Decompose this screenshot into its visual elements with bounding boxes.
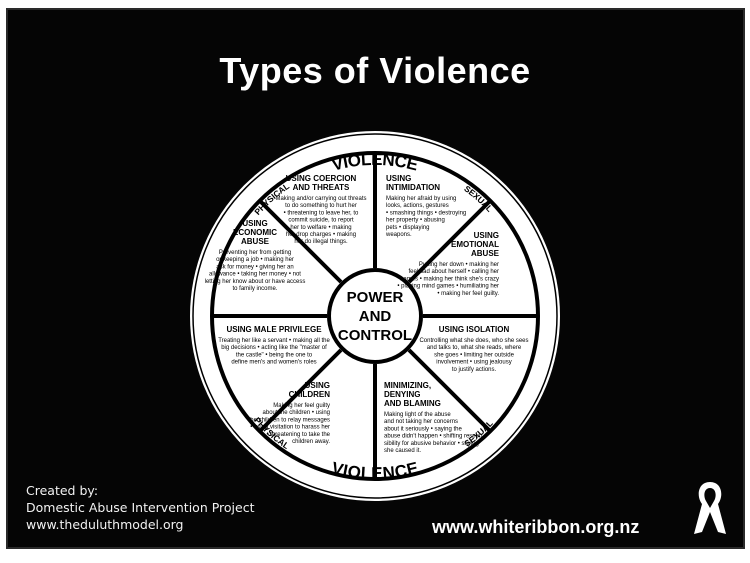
- segment-body-line: allowance • taking her money • not: [209, 272, 301, 278]
- segment-body-line: involvement • using jealousy: [436, 360, 511, 366]
- slide-title: Types of Violence: [219, 50, 531, 91]
- segment-body-line: • making her feel guilty.: [437, 291, 499, 297]
- segment-body-line: about it seriously • saying the: [384, 426, 462, 432]
- segment-body-line: the children to relay messages: [249, 417, 330, 423]
- segment-body-line: looks, actions, gestures: [386, 203, 449, 209]
- segment-body-line: • threatening to leave her, to: [284, 210, 359, 216]
- segment-heading-line: USING: [386, 174, 411, 183]
- segment-body-line: pets • displaying: [386, 225, 429, 231]
- segment-heading-line: USING ISOLATION: [439, 325, 510, 334]
- segment-heading-line: ECONOMIC: [233, 228, 277, 237]
- segment-body-line: her do illegal things.: [294, 239, 348, 245]
- hub-circle: [327, 268, 423, 364]
- segment-body-line: • using visitation to harass her: [250, 425, 330, 431]
- segment-heading-line: USING: [242, 219, 267, 228]
- credit-line-url[interactable]: www.theduluthmodel.org: [26, 517, 184, 532]
- segment-heading-line: MINIMIZING,: [384, 381, 431, 390]
- spokes: [212, 153, 538, 479]
- segment-heading-line: USING MALE PRIVILEGE: [226, 325, 322, 334]
- segment-heading-line: ABUSE: [241, 237, 270, 246]
- segment-body-line: • threatening to take the: [267, 432, 331, 438]
- segment-heading-line: USING: [305, 381, 330, 390]
- segment-body-line: ask for money • giving her an: [216, 264, 293, 270]
- segment-body-line: she goes • limiting her outside: [434, 352, 514, 358]
- segment-body-line: her to welfare • making: [290, 225, 351, 231]
- segment-body-line: and talks to, what she reads, where: [427, 345, 522, 351]
- segment-body-line: she caused it.: [384, 448, 421, 454]
- segment-body-line: Putting her down • making her: [419, 262, 499, 268]
- credit-line-created-by: Created by:: [26, 483, 99, 498]
- segment-body-line: commit suicide, to report: [288, 218, 354, 224]
- segment-heading-line: USING: [474, 231, 499, 240]
- segment-body-line: the castle" • being the one to: [236, 352, 313, 358]
- segment-body-line: Preventing her from getting: [219, 250, 291, 256]
- segment-heading-line: CHILDREN: [289, 390, 331, 399]
- segment-heading-line: DENYING: [384, 390, 420, 399]
- segment-body-line: and not taking her concerns: [384, 419, 458, 425]
- segment-heading-line: USING COERCION: [286, 174, 357, 183]
- segment-body-line: define men's and women's roles: [231, 360, 316, 366]
- credit-line-organization: Domestic Abuse Intervention Project: [26, 500, 255, 515]
- segment-body-line: weapons.: [385, 232, 412, 238]
- hub-line-1: POWER: [347, 289, 404, 306]
- segment-body-line: feel bad about herself • calling her: [409, 269, 500, 275]
- segment-isolation: USING ISOLATION Controlling what she does…: [419, 325, 528, 373]
- segment-heading-line: AND THREATS: [293, 183, 350, 192]
- segment-male-privilege: USING MALE PRIVILEGE Treating her like a …: [218, 325, 330, 366]
- segment-body-line: names • making her think she's crazy: [400, 276, 499, 282]
- segment-heading-line: AND BLAMING: [384, 399, 441, 408]
- segment-heading-line: ABUSE: [471, 249, 500, 258]
- hub-line-3: CONTROL: [338, 327, 412, 344]
- hub-line-2: AND: [359, 308, 392, 325]
- outer-ring-inner-border: [192, 133, 558, 499]
- segment-body-line: her drop charges • making: [286, 232, 356, 238]
- segment-body-line: Making her feel guilty: [273, 403, 330, 409]
- segment-body-line: Making and/or carrying out threats: [275, 196, 366, 202]
- segment-body-line: about the children • using: [263, 410, 330, 416]
- segment-body-line: sibility for abusive behavior • saying: [384, 441, 479, 447]
- segment-body-line: to family income.: [232, 286, 277, 292]
- website-link[interactable]: www.whiteribbon.org.nz: [432, 517, 640, 537]
- segment-body-line: to justify actions.: [452, 367, 497, 373]
- segment-heading-line: EMOTIONAL: [451, 240, 499, 249]
- segment-body-line: Making her afraid by using: [386, 196, 456, 202]
- segment-body-line: big decisions • acting like the "master …: [221, 345, 327, 351]
- segment-body-line: Treating her like a servant • making all…: [218, 338, 330, 344]
- segment-body-line: to do something to hurt her: [285, 203, 357, 209]
- segment-body-line: letting her know about or have access: [205, 279, 306, 285]
- segment-body-line: or keeping a job • making her: [216, 257, 294, 263]
- credit-block: Created by: Domestic Abuse Intervention …: [26, 482, 255, 533]
- segment-heading-line: INTIMIDATION: [386, 183, 440, 192]
- segment-body-line: • smashing things • destroying: [386, 210, 466, 216]
- segment-body-line: her property • abusing: [386, 218, 445, 224]
- segment-body-line: Controlling what she does, who she sees: [419, 338, 528, 344]
- segment-body-line: children away.: [292, 439, 330, 445]
- segment-body-line: Making light of the abuse: [384, 412, 451, 418]
- segment-body-line: • playing mind games • humiliating her: [397, 284, 499, 290]
- segment-body-line: abuse didn't happen • shifting respon-: [384, 434, 484, 440]
- white-ribbon-icon: [694, 482, 726, 534]
